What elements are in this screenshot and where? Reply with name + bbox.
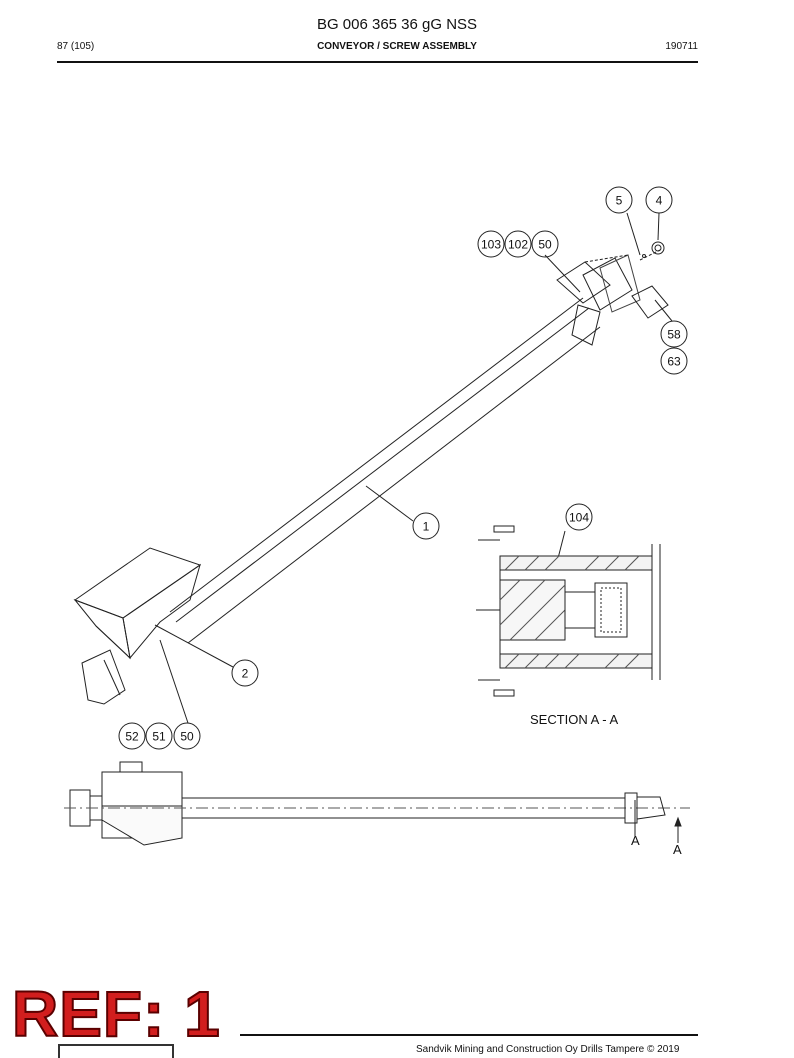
hopper-assembly [73,547,202,705]
svg-text:58: 58 [667,328,681,342]
section-cut-mark-left: A [631,833,640,848]
callout-58: 58 [660,320,688,348]
svg-text:104: 104 [569,511,589,525]
leader-lines [154,212,673,724]
callout-104: 104 [565,503,593,531]
callout-63: 63 [660,347,688,375]
page-number: 87 (105) [57,41,95,52]
section-a-a-label: SECTION A - A [530,712,619,727]
callout-102: 102 [504,230,532,258]
svg-text:51: 51 [152,730,166,744]
callout-50-bottom: 50 [173,722,201,750]
svg-text:2: 2 [242,667,249,681]
document-number: BG 006 365 36 gG NSS [316,16,478,33]
section-title: CONVEYOR / SCREW ASSEMBLY [317,41,477,52]
callout-103: 103 [477,230,505,258]
footer-rule [240,1034,698,1036]
ref-stamp: REF: 1 [11,978,221,1050]
callout-5: 5 [605,186,633,214]
side-elevation-view [64,761,690,846]
date-code: 190711 [665,41,698,52]
copyright-text: Sandvik Mining and Construction Oy Drill… [416,1044,680,1055]
svg-text:50: 50 [180,730,194,744]
callout-51: 51 [145,722,173,750]
callout-4: 4 [645,186,673,214]
callout-50-top: 50 [531,230,559,258]
svg-text:63: 63 [667,355,681,369]
callout-52: 52 [118,722,146,750]
svg-text:1: 1 [423,520,430,534]
callout-2: 2 [231,659,259,687]
drive-end-housing [556,241,669,346]
conveyor-tube [169,297,601,644]
svg-text:102: 102 [508,238,528,252]
logo-box [58,1044,174,1058]
section-a-a-view [476,525,661,697]
svg-text:50: 50 [538,238,552,252]
callout-1: 1 [412,512,440,540]
header-rule [57,61,698,63]
svg-text:103: 103 [481,238,501,252]
svg-text:5: 5 [616,194,623,208]
svg-text:52: 52 [125,730,139,744]
section-cut-mark-right: A [673,842,682,857]
svg-text:4: 4 [656,194,663,208]
